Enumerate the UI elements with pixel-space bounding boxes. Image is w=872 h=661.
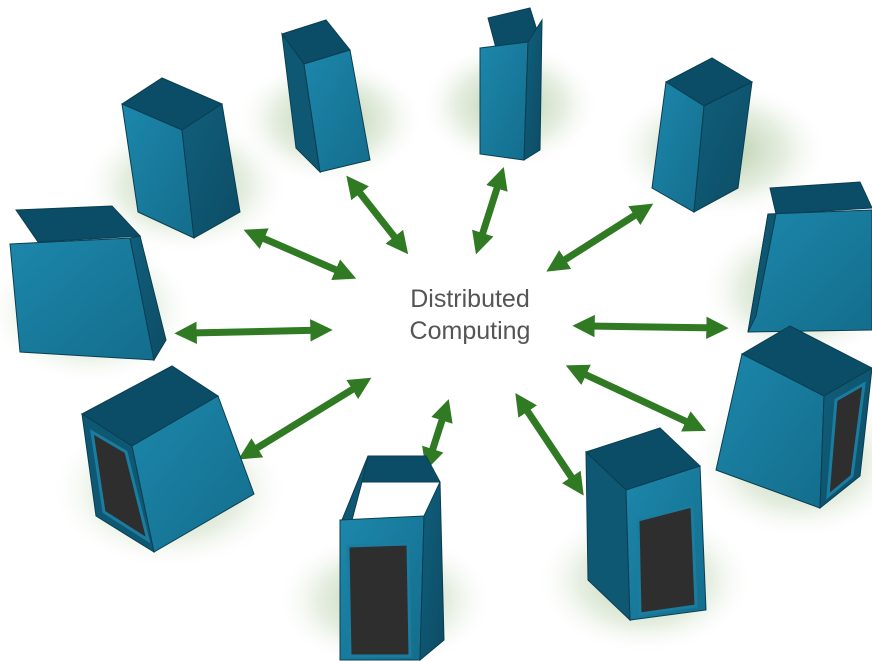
server-7	[81, 365, 255, 554]
server-5	[9, 205, 167, 362]
servers	[9, 7, 872, 661]
arrow-bottom	[422, 399, 453, 471]
server-4	[651, 57, 754, 213]
center-label-line-2: Computing	[409, 317, 531, 345]
arrow-top-left-2	[346, 175, 409, 255]
server-10	[585, 427, 707, 622]
server-9	[339, 455, 445, 661]
arrows	[174, 167, 729, 496]
arrow-top	[472, 167, 508, 255]
arrow-right	[572, 314, 729, 339]
server-3	[479, 7, 543, 161]
arrow-bottom-right-2	[515, 392, 584, 496]
arrow-bottom-right	[565, 364, 707, 432]
arrow-top-right	[546, 203, 654, 272]
arrow-top-left	[243, 228, 357, 281]
server-6	[747, 181, 872, 333]
server-8	[715, 325, 872, 510]
server-1	[120, 77, 241, 239]
center-label: Distributed Computing	[370, 283, 570, 347]
center-label-line-1: Distributed	[410, 285, 530, 313]
server-2	[281, 19, 371, 174]
arrow-bottom-left	[238, 377, 372, 460]
arrow-left	[174, 319, 333, 345]
